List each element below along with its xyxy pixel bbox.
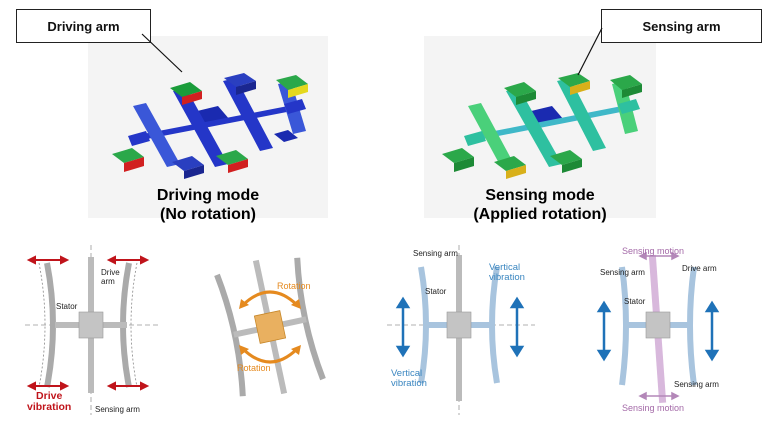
drive-arm-label: Drive arm [682,264,717,273]
vertical-vibration-right-label: Vertical vibration [489,262,525,283]
vertical-vibration-left-label: Vertical vibration [391,368,427,389]
driving-arm-leader-line [141,33,183,73]
drive-arm-label: Drive arm [101,268,120,286]
stator-label: Stator [624,297,646,306]
driving-mode-fem-image [112,73,308,179]
drive-vibration-panel: Drive arm Stator Drive vibration Sensing… [25,245,158,415]
sensing-motion-panel: Sensing motion Sensing arm Drive arm Sta… [590,245,728,415]
vertical-vibration-diagram [387,245,535,415]
sensing-arm-leader-line [577,27,603,76]
rotation-bottom-label: Rotation [237,363,271,373]
sensing-arm-callout: Sensing arm [601,9,762,43]
rotation-diagram [214,257,326,397]
driving-mode-panel [88,36,328,218]
sensing-mode-fem-image [442,73,642,179]
rotation-top-label: Rotation [277,281,311,291]
sensing-arm-label: Sensing arm [600,268,645,277]
sensing-mode-title: Sensing mode (Applied rotation) [473,187,607,223]
drive-vibration-diagram [25,245,158,415]
sensing-arm-label: Sensing arm [95,405,140,414]
vertical-vibration-panel: Sensing arm Stator Vertical vibration Ve… [387,245,535,415]
rotation-panel: Rotation Rotation [203,245,337,410]
drive-vibration-label: Drive vibration [27,390,72,413]
stator-label: Stator [56,302,78,311]
sensing-motion-diagram [596,251,720,404]
sensing-motion-top-label: Sensing motion [622,246,685,256]
driving-mode-title: Driving mode (No rotation) [156,187,260,223]
sensing-arm-bottom-label: Sensing arm [674,380,719,389]
sensing-arm-label: Sensing arm [413,249,458,258]
sensing-motion-bottom-label: Sensing motion [622,403,685,413]
sensing-mode-panel [424,36,656,218]
driving-arm-callout: Driving arm [16,9,151,43]
stator-label: Stator [425,287,447,296]
